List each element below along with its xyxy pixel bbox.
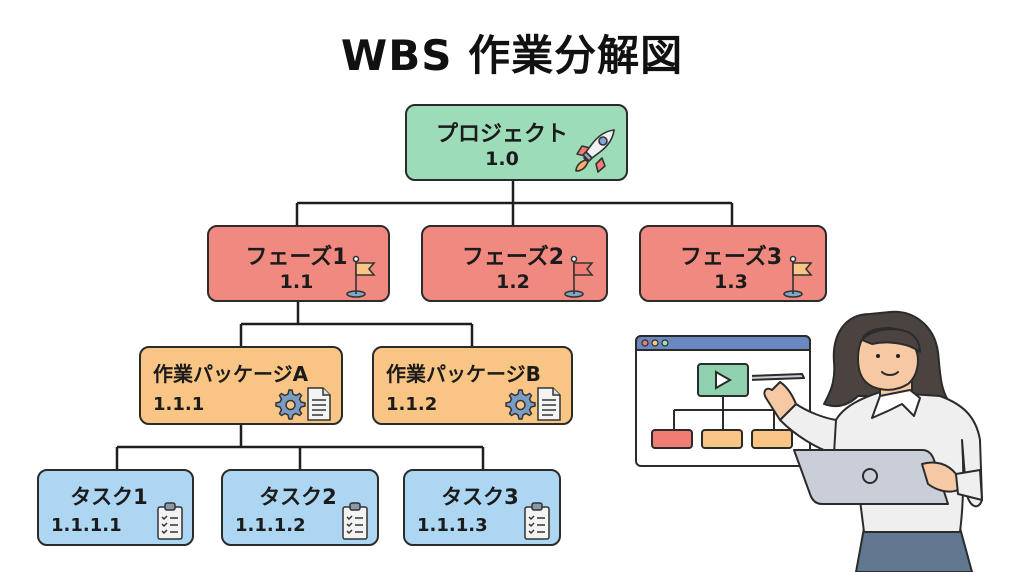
mini-block-orange	[701, 429, 743, 449]
mini-block-orange	[751, 429, 793, 449]
phase-code: 1.3	[714, 271, 748, 293]
skirt	[855, 527, 973, 572]
phase-label: フェーズ1	[245, 245, 348, 270]
eye-right	[896, 354, 900, 358]
task-node-2[interactable]: タスク2 1.1.1.2	[221, 469, 379, 546]
connector-phase1-packages	[239, 301, 474, 347]
phase-node-1[interactable]: フェーズ1 1.1	[207, 225, 390, 302]
package-node-b[interactable]: 作業パッケージB 1.1.2	[372, 346, 573, 425]
gear-document-icon	[505, 387, 561, 421]
task-code: 1.1.1.3	[417, 515, 488, 536]
tablet-camera	[862, 468, 878, 484]
mouth	[881, 371, 899, 376]
task-label: タスク3	[441, 485, 519, 509]
browser-window-illustration	[635, 335, 811, 467]
mini-block-red	[651, 429, 693, 449]
connector-packageA-tasks	[115, 424, 485, 470]
flag-icon	[783, 255, 813, 298]
phase-label: フェーズ3	[679, 245, 783, 270]
window-dot-yellow	[651, 339, 659, 347]
collar	[871, 389, 921, 419]
phase-code: 1.1	[279, 271, 314, 293]
flag-icon	[346, 255, 376, 298]
package-code: 1.1.2	[386, 394, 438, 415]
clipboard-checklist-icon	[157, 502, 183, 540]
task-node-1[interactable]: タスク1 1.1.1.1	[37, 469, 194, 546]
project-code: 1.0	[485, 148, 519, 170]
hair-front	[861, 328, 921, 353]
package-code: 1.1.1	[153, 394, 205, 415]
window-dot-red	[641, 339, 649, 347]
task-label: タスク2	[259, 485, 337, 509]
sleeve-right	[955, 469, 983, 501]
project-label: プロジェクト	[435, 122, 568, 147]
phase-label: フェーズ2	[461, 245, 565, 270]
clipboard-checklist-icon	[342, 502, 368, 540]
woman-with-tablet-illustration	[752, 310, 983, 572]
flag-icon	[564, 255, 594, 298]
phase-code: 1.2	[496, 271, 530, 293]
eye-left	[876, 354, 880, 358]
task-code: 1.1.1.1	[51, 515, 122, 536]
gear-document-icon	[275, 387, 331, 421]
play-icon	[715, 370, 733, 390]
clipboard-checklist-icon	[524, 502, 550, 540]
hand-left	[763, 381, 797, 421]
package-label: 作業パッケージB	[386, 362, 541, 386]
page-title: WBS 作業分解図	[340, 31, 684, 80]
rocket-icon	[575, 129, 615, 173]
task-label: タスク1	[70, 485, 148, 509]
package-node-a[interactable]: 作業パッケージA 1.1.1	[139, 346, 343, 425]
connector-project-phases	[295, 180, 734, 226]
task-code: 1.1.1.2	[235, 515, 306, 536]
window-dot-green	[661, 339, 669, 347]
task-node-3[interactable]: タスク3 1.1.1.3	[403, 469, 561, 546]
project-node[interactable]: プロジェクト 1.0	[405, 104, 628, 181]
phase-node-2[interactable]: フェーズ2 1.2	[421, 225, 608, 302]
pen	[752, 373, 805, 381]
package-label: 作業パッケージA	[153, 362, 309, 386]
phase-node-3[interactable]: フェーズ3 1.3	[639, 225, 827, 302]
